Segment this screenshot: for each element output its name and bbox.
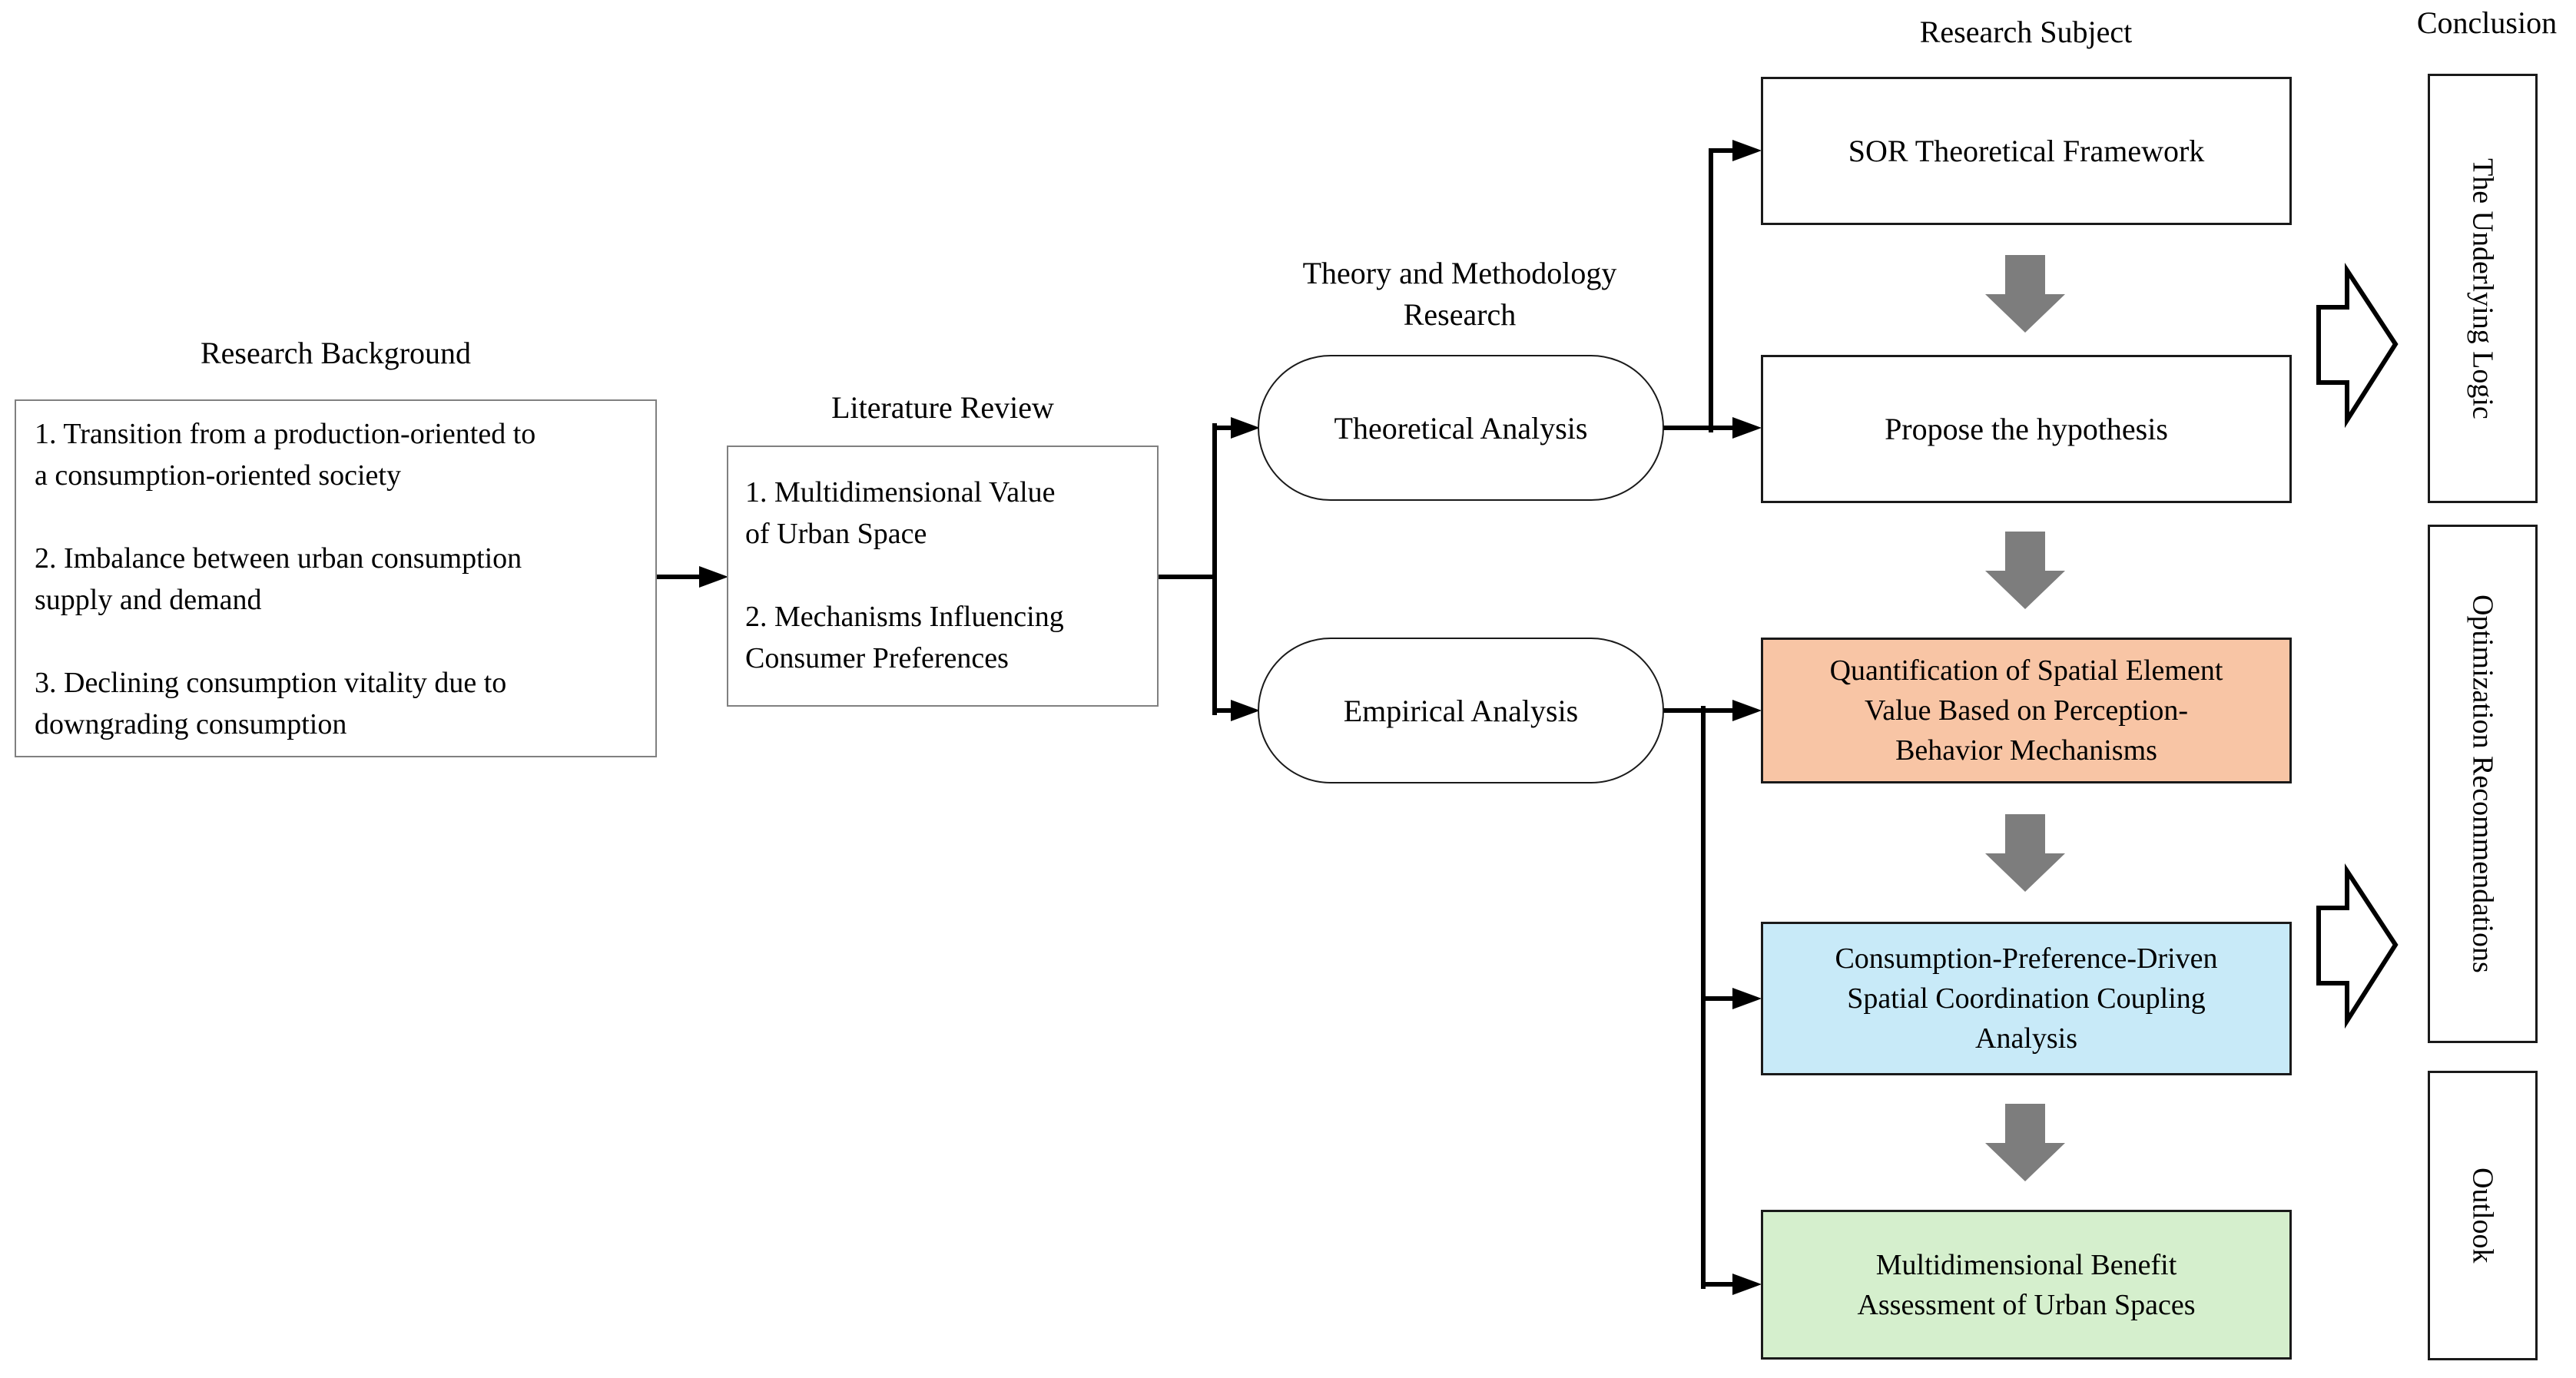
benefit-assessment-box: Multidimensional Benefit Assessment of U… [1761, 1210, 2292, 1360]
sor-framework-box: SOR Theoretical Framework [1761, 77, 2292, 225]
down-arrow-icon [1985, 814, 2065, 892]
connector-theoretical-branch [1662, 140, 1762, 439]
empirical-analysis-label: Empirical Analysis [1343, 693, 1579, 728]
theory-methodology-title: Theory and Methodology Research [1229, 253, 1690, 336]
theoretical-analysis-node: Theoretical Analysis [1258, 355, 1664, 501]
optimization-recommendations-label: Optimization Recommendations [2466, 595, 2499, 973]
background-item: 2. Imbalance between urban consumption s… [35, 538, 642, 621]
optimization-recommendations-box: Optimization Recommendations [2428, 525, 2538, 1043]
quantification-box: Quantification of Spatial Element Value … [1761, 638, 2292, 783]
theory-methodology-title-line1: Theory and Methodology [1302, 256, 1617, 290]
down-arrow-icon [1985, 255, 2065, 333]
connector-empirical-branch [1662, 700, 1762, 1295]
empirical-analysis-node: Empirical Analysis [1258, 638, 1664, 783]
coupling-analysis-box: Consumption-Preference-Driven Spatial Co… [1761, 922, 2292, 1075]
research-subject-title: Research Subject [1919, 15, 2133, 49]
down-arrow-icon [1985, 532, 2065, 609]
background-item-line: 1. Transition from a production-oriented… [35, 418, 536, 450]
quantification-line: Quantification of Spatial Element [1829, 654, 2223, 687]
coupling-analysis-line: Spatial Coordination Coupling [1847, 982, 2206, 1015]
coupling-analysis-line: Analysis [1975, 1022, 2077, 1055]
literature-item: 1. Multidimensional Value of Urban Space [745, 472, 1146, 555]
underlying-logic-label: The Underlying Logic [2466, 157, 2499, 419]
right-block-arrow-icon [2316, 863, 2399, 1029]
right-block-arrow-icon [2316, 262, 2399, 429]
connector-background-to-literature [655, 566, 728, 588]
sor-framework-label: SOR Theoretical Framework [1848, 133, 2205, 168]
background-item-line: downgrading consumption [35, 708, 347, 740]
connector-literature-branch [1156, 417, 1260, 721]
background-item-line: 2. Imbalance between urban consumption [35, 542, 522, 575]
conclusion-title: Conclusion [2416, 5, 2558, 40]
quantification-line: Behavior Mechanisms [1895, 734, 2157, 767]
underlying-logic-box: The Underlying Logic [2428, 74, 2538, 503]
benefit-assessment-line: Assessment of Urban Spaces [1857, 1288, 2196, 1321]
background-item-line: supply and demand [35, 584, 262, 616]
research-background-title: Research Background [200, 336, 472, 370]
coupling-analysis-line: Consumption-Preference-Driven [1835, 942, 2218, 975]
background-item-line: 3. Declining consumption vitality due to [35, 667, 507, 699]
theoretical-analysis-label: Theoretical Analysis [1334, 410, 1588, 446]
outlook-box: Outlook [2428, 1071, 2538, 1360]
background-item: 1. Transition from a production-oriented… [35, 413, 642, 496]
literature-item-line: 2. Mechanisms Influencing [745, 601, 1064, 633]
literature-item: 2. Mechanisms Influencing Consumer Prefe… [745, 596, 1146, 679]
background-item: 3. Declining consumption vitality due to… [35, 662, 642, 745]
literature-review-title: Literature Review [831, 390, 1054, 425]
background-item-line: a consumption-oriented society [35, 459, 401, 492]
literature-review-box: 1. Multidimensional Value of Urban Space… [727, 446, 1159, 707]
benefit-assessment-line: Multidimensional Benefit [1875, 1248, 2177, 1281]
propose-hypothesis-label: Propose the hypothesis [1885, 411, 2168, 446]
down-arrow-icon [1985, 1104, 2065, 1181]
theory-methodology-title-line2: Research [1403, 297, 1517, 332]
literature-item-line: Consumer Preferences [745, 642, 1009, 674]
research-background-box: 1. Transition from a production-oriented… [15, 399, 657, 757]
literature-item-line: 1. Multidimensional Value [745, 476, 1056, 508]
propose-hypothesis-box: Propose the hypothesis [1761, 355, 2292, 503]
quantification-line: Value Based on Perception- [1864, 694, 2189, 727]
outlook-label: Outlook [2466, 1168, 2499, 1264]
literature-item-line: of Urban Space [745, 518, 927, 550]
